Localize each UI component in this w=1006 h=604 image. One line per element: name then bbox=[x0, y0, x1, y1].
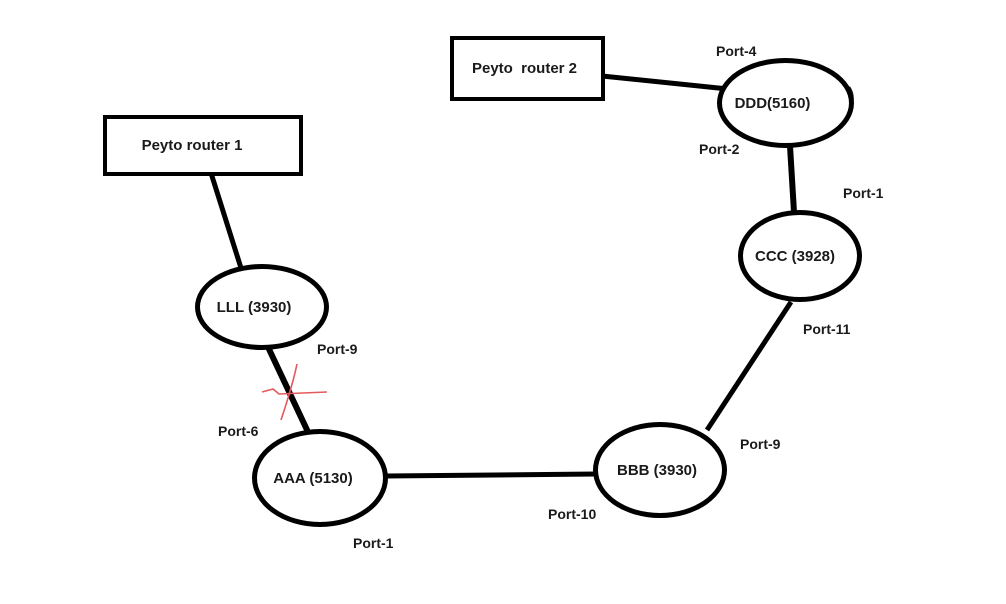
router-box-peyto-router-1: Peyto router 1 bbox=[103, 115, 303, 176]
port-label-bbb-port10: Port-10 bbox=[548, 506, 597, 522]
link-router2-ddd bbox=[601, 73, 729, 92]
port-label-bbb-port9: Port-9 bbox=[740, 436, 781, 452]
router-label: Peyto router 2 bbox=[471, 60, 578, 77]
link-router1-lll bbox=[208, 172, 244, 269]
port-label-lll-port9: Port-9 bbox=[317, 341, 358, 357]
failure-mark-diagonal-stroke bbox=[280, 363, 298, 421]
port-label-aaa-port1: Port-1 bbox=[353, 535, 394, 551]
link-aaa-bbb bbox=[385, 471, 597, 479]
link-ccc-ddd bbox=[787, 145, 797, 213]
switch-node-aaa: AAA (5130) bbox=[252, 429, 388, 527]
switch-node-ccc: CCC (3928) bbox=[738, 210, 862, 302]
port-label-aaa-port6: Port-6 bbox=[218, 423, 259, 439]
router-label: Peyto router 1 bbox=[141, 137, 243, 154]
switch-label: LLL (3930) bbox=[216, 298, 292, 316]
switch-node-lll: LLL (3930) bbox=[195, 264, 329, 350]
port-label-ccc-port1: Port-1 bbox=[843, 185, 884, 201]
switch-node-ddd: DDD(5160) bbox=[717, 58, 854, 148]
failure-mark-horizontal-stroke bbox=[261, 388, 328, 395]
switch-label: BBB (3930) bbox=[616, 461, 698, 479]
switch-node-bbb: BBB (3930) bbox=[593, 422, 727, 518]
link-lll-aaa bbox=[265, 345, 311, 434]
switch-label: CCC (3928) bbox=[754, 247, 836, 265]
switch-label: AAA (5130) bbox=[273, 469, 353, 487]
router-box-peyto-router-2: Peyto router 2 bbox=[450, 36, 605, 101]
port-label-ddd-port4: Port-4 bbox=[716, 43, 757, 59]
link-bbb-ccc bbox=[704, 300, 794, 432]
port-label-ccc-port11: Port-11 bbox=[803, 321, 851, 337]
port-label-ddd-port2: Port-2 bbox=[699, 141, 740, 157]
switch-label: DDD(5160) bbox=[734, 94, 811, 112]
